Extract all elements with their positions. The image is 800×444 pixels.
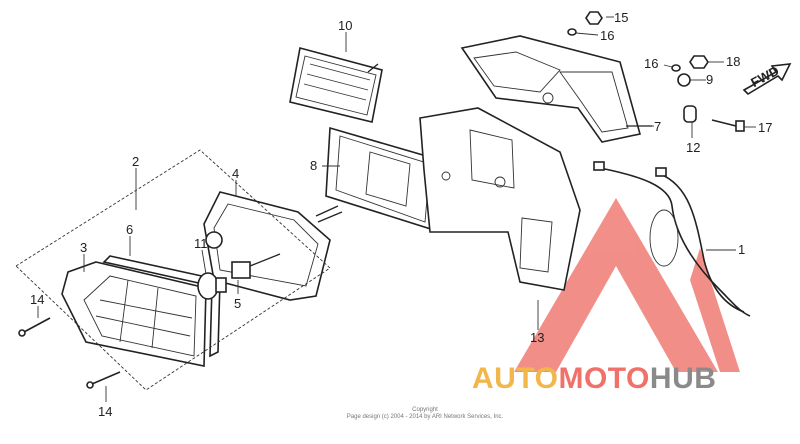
screw-14-bottom	[86, 371, 121, 389]
callout-14-top: 14	[30, 292, 44, 307]
leader-lines	[37, 16, 756, 402]
callout-18: 18	[726, 54, 740, 69]
callout-12: 12	[686, 140, 700, 155]
bolt-17	[711, 119, 745, 132]
callout-8: 8	[310, 158, 317, 173]
callout-1: 1	[738, 242, 745, 257]
watermark-triangle-inner	[566, 268, 666, 360]
bulb-part	[197, 272, 227, 300]
reflector-part	[289, 47, 383, 123]
callout-17: 17	[758, 120, 772, 135]
callout-5: 5	[234, 296, 241, 311]
collar-12	[683, 105, 697, 123]
washer-16-top	[567, 28, 577, 36]
callout-3: 3	[80, 240, 87, 255]
callout-7: 7	[654, 119, 661, 134]
watermark-text: AUTOMOTOHUB	[472, 362, 800, 396]
nut-18	[689, 55, 709, 69]
washer-16-right	[671, 64, 681, 72]
copyright-line-2: Page design (c) 2004 - 2014 by ARI Netwo…	[346, 414, 504, 420]
wire-harness-part	[593, 161, 751, 317]
socket-part	[205, 231, 281, 279]
license-bracket-part	[419, 107, 581, 291]
callout-4: 4	[232, 166, 239, 181]
fwd-label: FWD	[748, 63, 781, 90]
watermark-triangle-side	[690, 248, 740, 372]
callout-2: 2	[132, 154, 139, 169]
assembly-2-group-outline	[15, 149, 331, 391]
watermark-hub: HUB	[649, 362, 717, 395]
watermark-logo	[514, 198, 740, 372]
callout-numbers: 1 2 3 4 5 6 7 8 9 10 11 12 13 14 14 15 1…	[30, 10, 772, 419]
lens-part	[61, 261, 207, 367]
watermark-auto: AUTO	[472, 362, 559, 395]
watermark-triangle-outer	[514, 198, 718, 372]
callout-11: 11	[194, 236, 208, 251]
callout-15: 15	[614, 10, 628, 25]
callout-14-bottom: 14	[98, 404, 112, 419]
fender-housing-part	[460, 35, 652, 143]
callout-6: 6	[126, 222, 133, 237]
screw-14-top	[18, 317, 51, 337]
callout-13: 13	[530, 330, 544, 345]
callout-16-right: 16	[644, 56, 658, 71]
fwd-arrow: FWD	[742, 63, 792, 96]
copyright-line-1: Copyright	[412, 407, 438, 413]
copyright-notice: Copyright Page design (c) 2004 - 2014 by…	[300, 407, 550, 421]
callout-10: 10	[338, 18, 352, 33]
callout-16-top: 16	[600, 28, 614, 43]
callout-9: 9	[706, 72, 713, 87]
watermark-moto: MOTO	[558, 362, 650, 395]
grommet-9	[677, 73, 691, 87]
nut-15	[585, 11, 603, 25]
